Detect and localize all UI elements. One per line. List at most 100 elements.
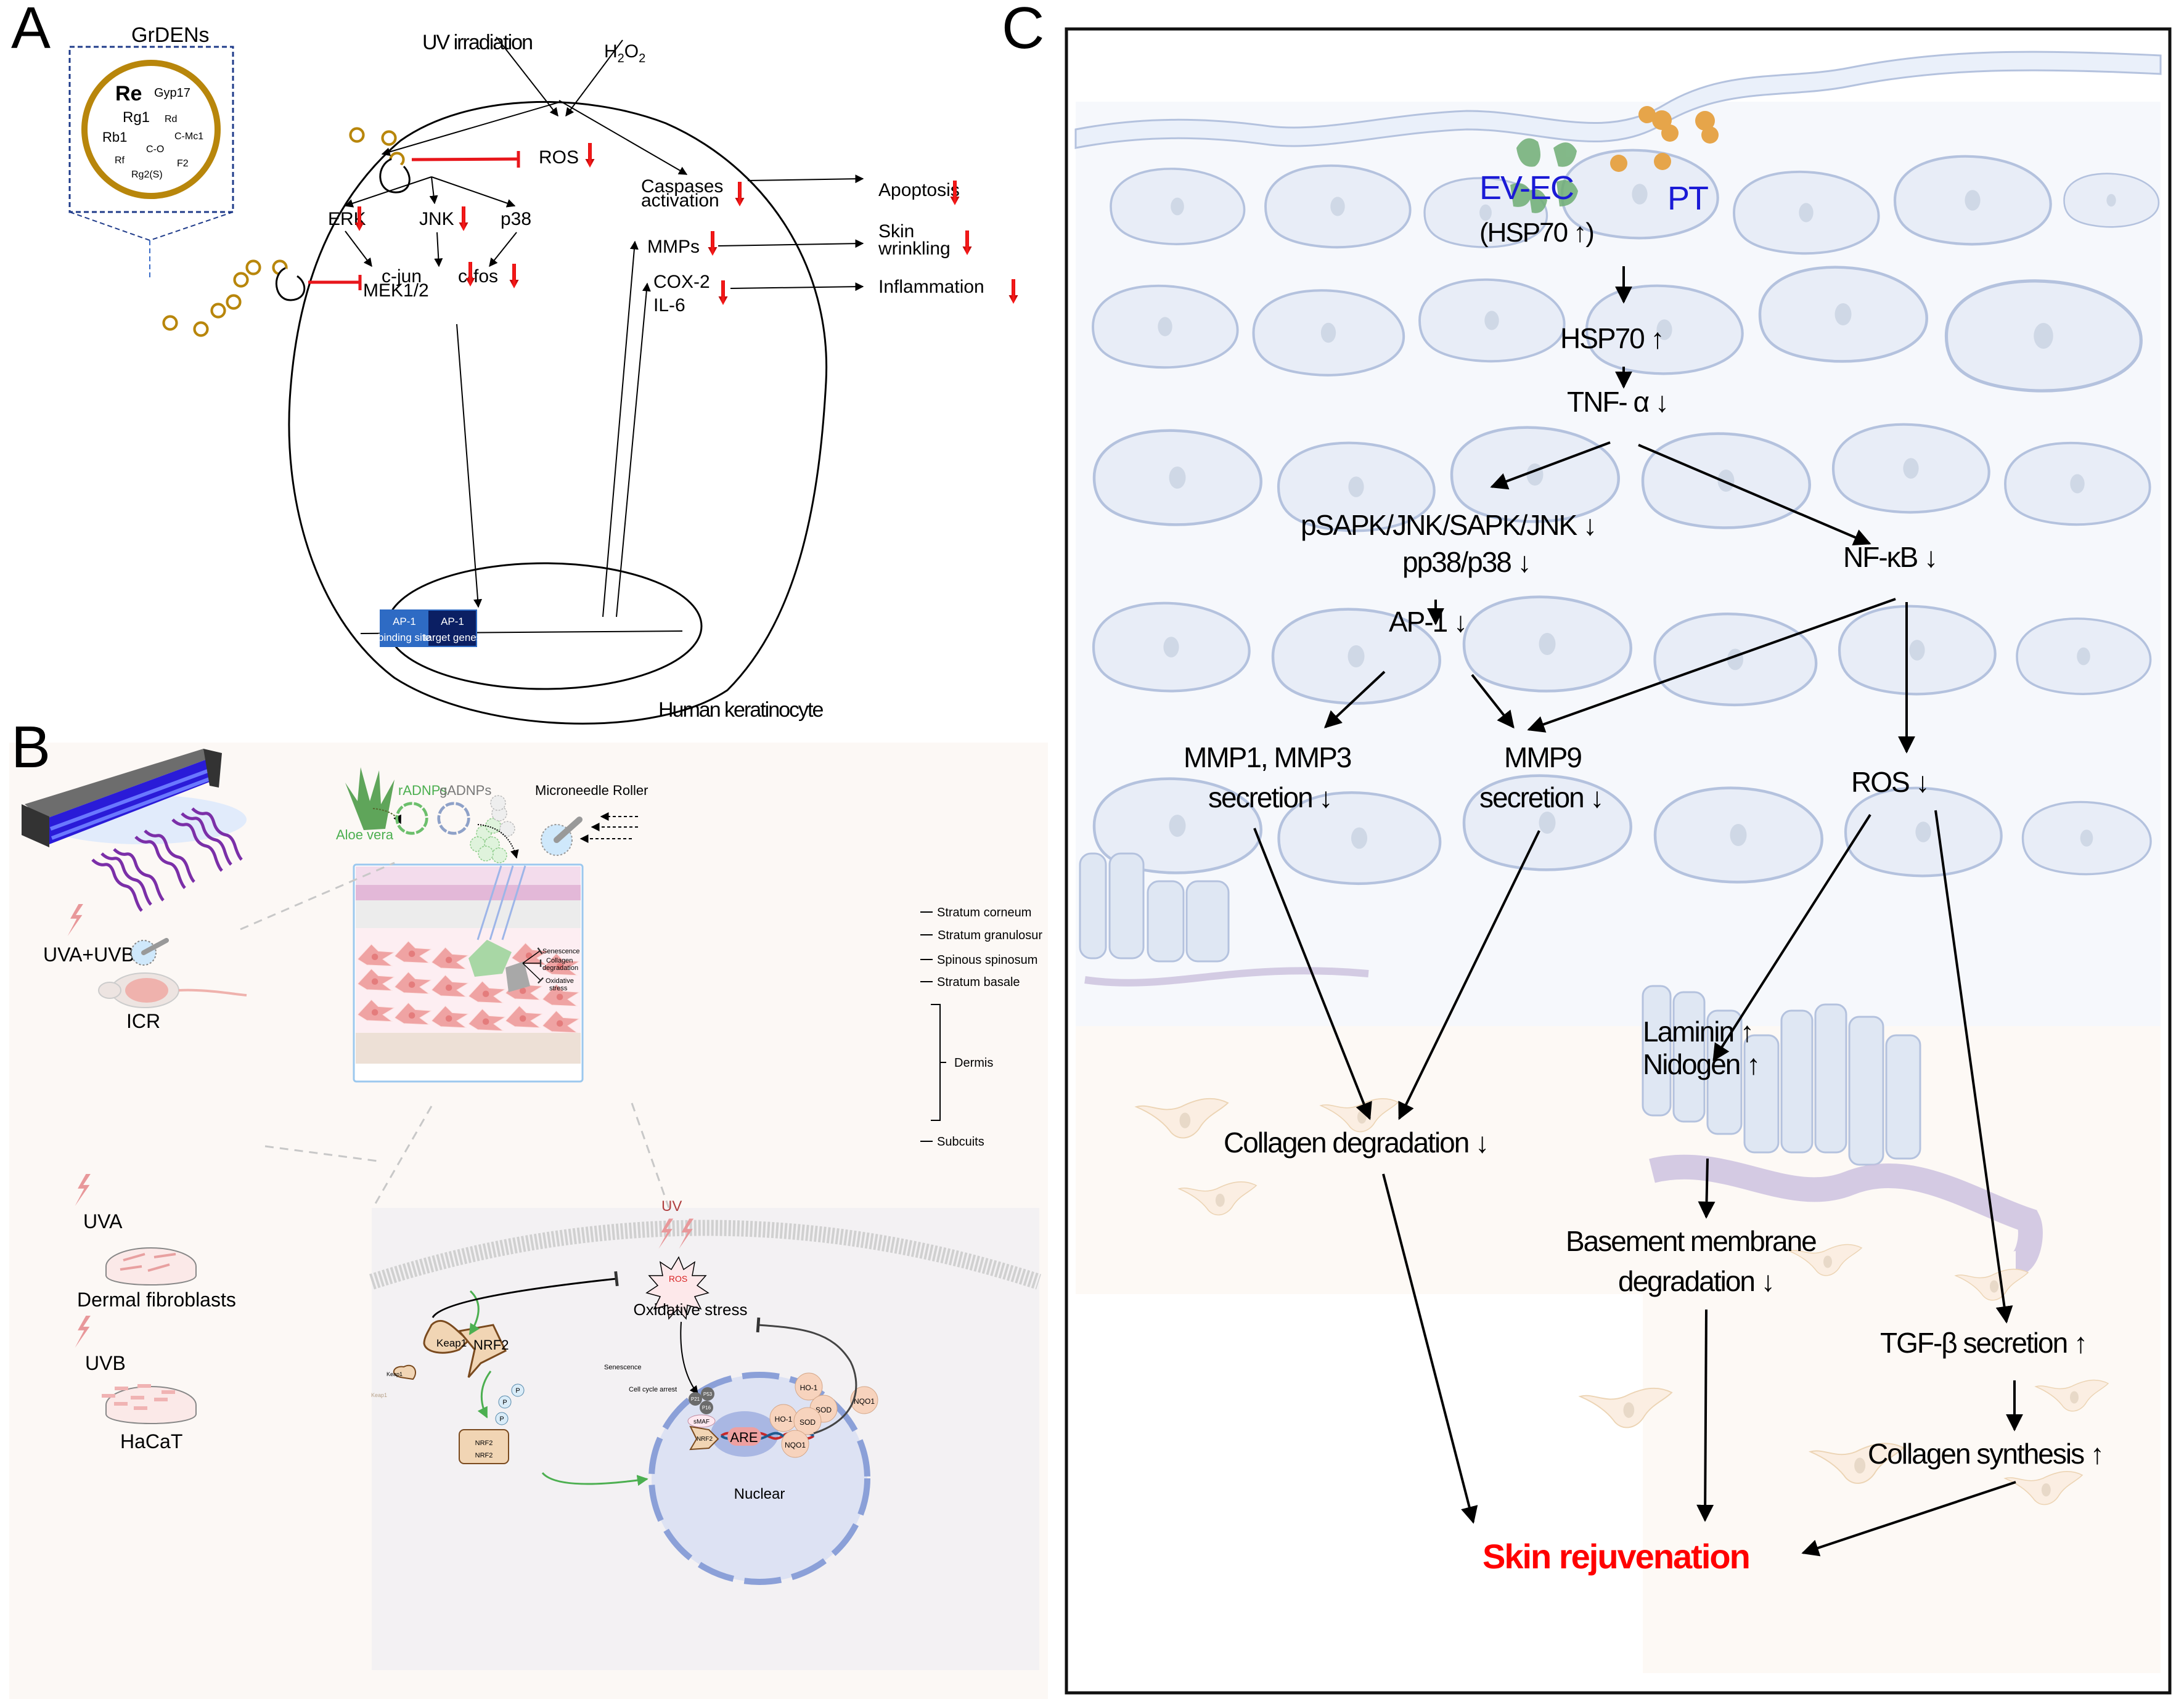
svg-text:P16: P16 [702, 1405, 711, 1411]
cell-ros-label: ROS [669, 1274, 687, 1284]
uv-group-3-model: HaCaT [120, 1430, 182, 1453]
ap1-binding-site-box [380, 610, 428, 646]
p-proteins: P53 P21 P16 [689, 1387, 714, 1414]
stimulus-h2o2: H2O2 [604, 41, 645, 65]
panel-c: C [1002, 0, 2172, 1695]
panel-b: B UVA+UVB [9, 714, 1048, 1699]
node-nidogen: Nidogen ↑ [1643, 1048, 1759, 1080]
uv-group-1-model: ICR [126, 1010, 160, 1032]
node-basement-membrane: Basement membrane [1566, 1225, 1816, 1257]
effect-collagen-2: degradation [542, 964, 578, 972]
basement-membrane-left [1084, 967, 1369, 987]
node-hsp70: HSP70 ↑ [1560, 322, 1664, 354]
keratinocyte-outline [288, 100, 828, 725]
outcome-inflammation: Inflammation [878, 277, 984, 297]
target-genes-label-1: AP-1 [441, 616, 464, 627]
svg-text:P53: P53 [703, 1391, 713, 1397]
device-label: Microneedle Roller [535, 783, 648, 798]
svg-text:P: P [502, 1399, 507, 1406]
ginsenoside-rg2s: Rg2(S) [131, 169, 163, 180]
node-mmps: MMPs [647, 237, 700, 257]
target-genes-label-2: target genes [423, 632, 482, 643]
node-cox2: COX-2 [653, 272, 710, 292]
outcome-skin-rejuvenation: Skin rejuvenation [1483, 1537, 1749, 1576]
keap1-faded-label: Keap1 [371, 1392, 387, 1398]
are-label: ARE [730, 1430, 758, 1445]
basement-membrane-right [1649, 1154, 2043, 1276]
node-bm-degradation: degradation ↓ [1618, 1265, 1774, 1297]
uv-group-3-label: UVB [85, 1352, 126, 1374]
stimulus-uv: UV irradiation [422, 31, 532, 54]
node-ap1: AP-1 ↓ [1389, 606, 1466, 638]
ginsenoside-co: C-O [146, 144, 164, 155]
layer-ticks [920, 911, 946, 1142]
aloe-vera-label: Aloe vera [336, 827, 394, 842]
panel-a: A GrDENs Re Gyp17 Rg1 Rd Rb1 C-Mc1 C-O R… [0, 0, 1048, 725]
ginsenoside-rg1: Rg1 [123, 109, 150, 126]
node-cfos: c-fos [458, 266, 498, 287]
layer-subcutis: Subcuits [937, 1135, 984, 1149]
agent-pt: PT [1667, 180, 1708, 217]
panel-label-a: A [11, 0, 51, 61]
node-sapk: pSAPK/JNK/SAPK/JNK ↓ [1301, 509, 1596, 541]
ginsenoside-rd: Rd [165, 114, 177, 124]
node-ros: ROS ↓ [1851, 766, 1928, 798]
svg-text:SOD: SOD [816, 1406, 832, 1414]
node-nfkb: NF-κB ↓ [1843, 541, 1937, 573]
microneedle-roller-icon [541, 817, 583, 856]
binding-site-label-2: binding site [378, 632, 431, 643]
basal-cells [1079, 852, 1921, 1166]
ginsenoside-re: Re [115, 82, 142, 105]
outcome-wrinkling: wrinkling [878, 238, 951, 259]
svg-text:NRF2: NRF2 [475, 1452, 493, 1459]
smaf-icon [687, 1414, 716, 1428]
node-tgfb: TGF-β secretion ↑ [1880, 1327, 2087, 1359]
uv-group-1-label: UVA+UVB [43, 943, 134, 966]
ap1-target-genes-box [428, 610, 476, 646]
node-activation: activation [641, 190, 719, 211]
inset-title: GrDENs [131, 23, 210, 47]
svg-text:NRF2: NRF2 [475, 1440, 493, 1447]
node-caspases: Caspases [641, 176, 723, 197]
svg-text:SOD: SOD [800, 1418, 816, 1427]
svg-text:P21: P21 [691, 1396, 700, 1402]
cell-senescence: Senescence [604, 1364, 642, 1371]
outcome-skin: Skin [878, 221, 914, 242]
effect-senescence: Senescence [542, 948, 580, 955]
outcome-apoptosis: Apoptosis [878, 180, 960, 200]
petri-dish-hacat-icon [102, 1384, 197, 1424]
roller-small-icon [131, 938, 169, 966]
nrf2-label: NRF2 [473, 1337, 509, 1353]
keap1-free-icon [393, 1364, 416, 1380]
are-box [727, 1427, 761, 1446]
node-tnf: TNF- α ↓ [1567, 386, 1668, 418]
layer-stratum-granulosum: Stratum granulosur [938, 929, 1042, 942]
node-mek: MEK1/2 [363, 280, 429, 301]
petri-dish-fibroblast-icon [105, 1247, 197, 1285]
inhibition-line-ros [411, 157, 518, 161]
node-pp38: pp38/p38 ↓ [1402, 546, 1531, 578]
agent-evec: EV-EC [1479, 169, 1573, 206]
effect-oxidative-1: Oxidative [546, 977, 574, 985]
node-jnk: JNK [419, 209, 454, 229]
uv-group-2-model: Dermal fibroblasts [77, 1289, 236, 1311]
binding-site-label-1: AP-1 [393, 616, 416, 627]
cell-oxidative-stress: Oxidative stress [634, 1300, 748, 1319]
force-arrows [579, 812, 638, 843]
node-ros: ROS [539, 147, 579, 168]
node-il6: IL-6 [653, 295, 685, 316]
nrf2-nuclear-label: NRF2 [697, 1436, 713, 1443]
svg-text:NQO1: NQO1 [854, 1397, 875, 1406]
np-cluster-icon [470, 795, 515, 863]
effect-collagen-1: Collagen [546, 957, 573, 964]
node-mmp9-secretion: secretion ↓ [1479, 781, 1603, 813]
keap1-free-label: Keap1 [386, 1371, 403, 1377]
svg-text:HO-1: HO-1 [800, 1383, 818, 1392]
cell-uv-label: UV [661, 1198, 682, 1215]
node-p38: p38 [501, 209, 531, 229]
effect-oxidative-2: stress [549, 985, 568, 992]
svg-text:P: P [499, 1416, 504, 1423]
cell-cycle-arrest: Cell cycle arrest [629, 1386, 677, 1393]
svg-text:P: P [515, 1387, 520, 1395]
grdens-vesicle [81, 60, 221, 199]
